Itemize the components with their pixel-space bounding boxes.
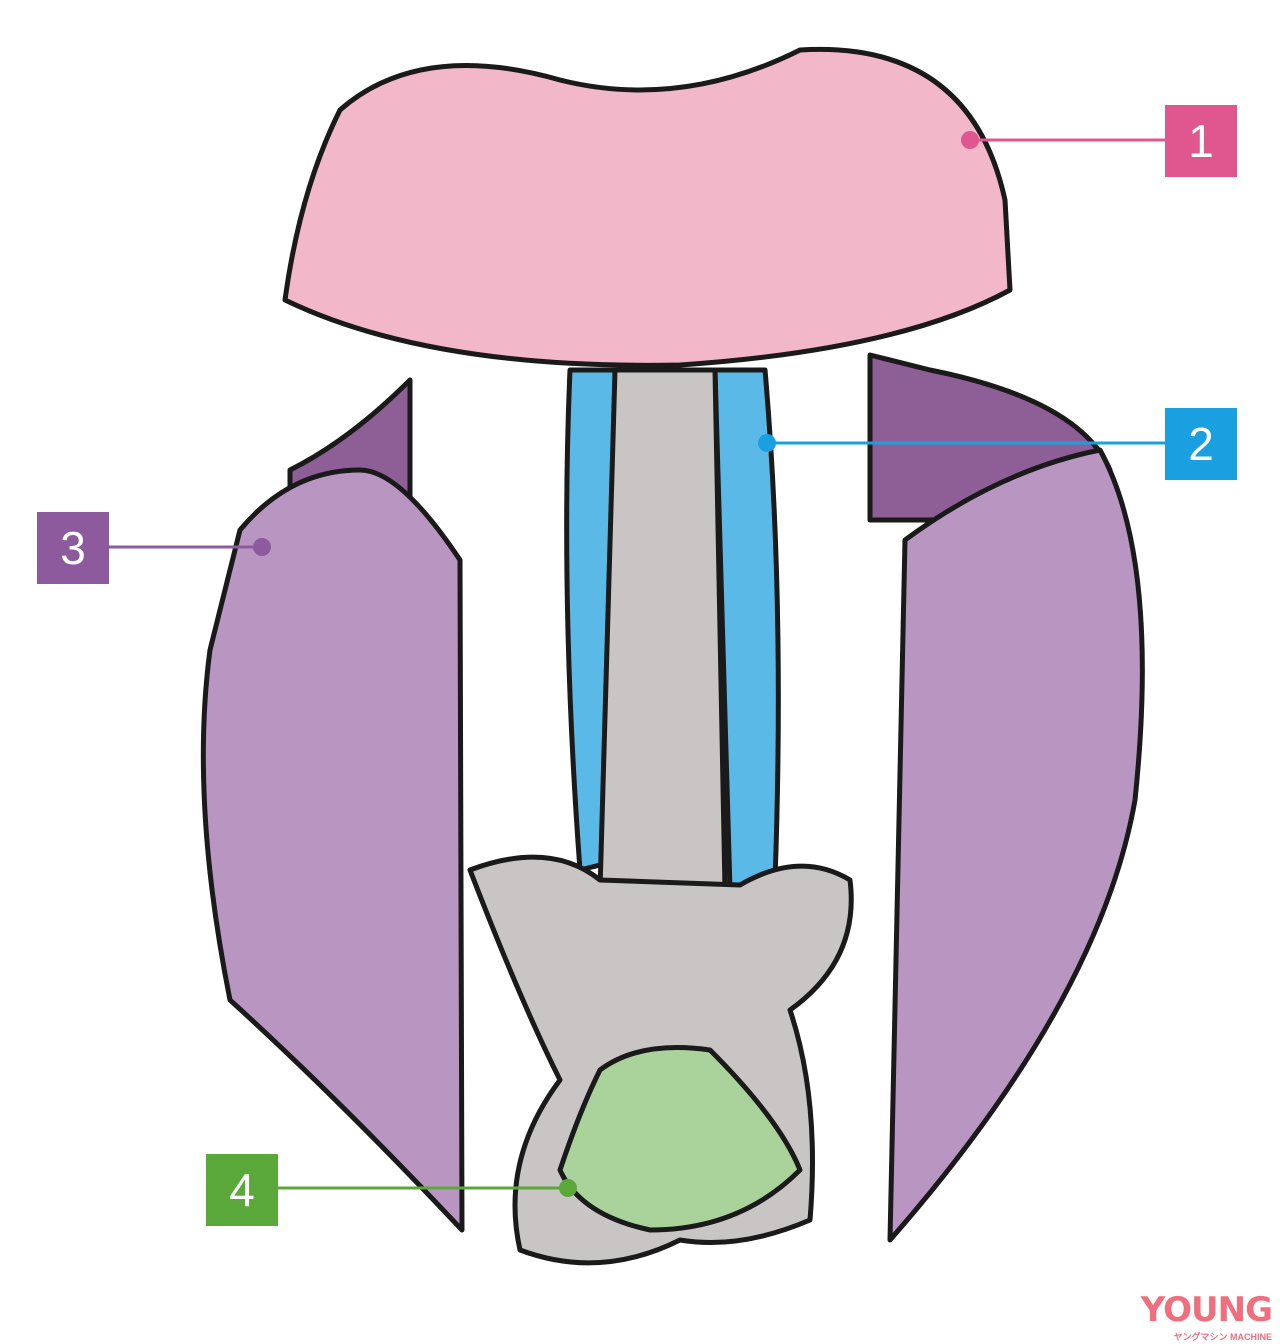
pointer-dot-1 <box>961 131 979 149</box>
pointer-dot-4 <box>559 1179 577 1197</box>
label-2: 2 <box>1165 408 1237 480</box>
transversus-right <box>887 447 1145 1243</box>
label-3: 3 <box>37 512 109 584</box>
diaphragm <box>282 46 1013 368</box>
pointer-dot-2 <box>758 434 776 452</box>
pelvic-floor <box>557 1045 803 1233</box>
logo-main: YOUNG <box>1140 1290 1273 1330</box>
lumbar-spine <box>597 367 728 893</box>
logo-sub-en: MACHINE <box>1230 1332 1272 1342</box>
label-1: 1 <box>1165 105 1237 177</box>
logo-subline: ヤングマシン MACHINE <box>1128 1330 1272 1343</box>
young-machine-logo: YOUNG ヤングマシン MACHINE <box>1128 1290 1273 1343</box>
transversus-left <box>200 467 465 1233</box>
label-4: 4 <box>206 1154 278 1226</box>
logo-sub-jp: ヤングマシン <box>1173 1332 1228 1342</box>
pointer-dot-3 <box>253 538 271 556</box>
multifidus-right <box>712 367 781 893</box>
